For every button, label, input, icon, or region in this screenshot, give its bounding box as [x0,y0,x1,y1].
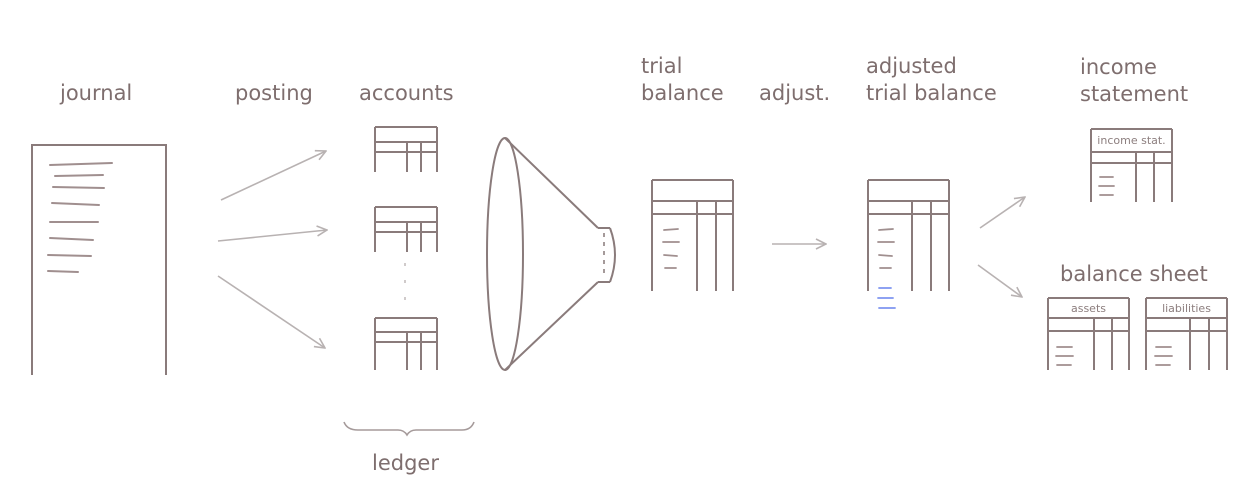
funnel-mouth [486,137,524,371]
adjust-label: adjust. [759,81,831,105]
posting-arrow-bottom [217,275,325,348]
assets-entries [1055,346,1074,366]
balance-sheet-label: balance sheet [1060,262,1208,286]
accounts-label: accounts [359,81,454,105]
account-table-3 [374,317,438,370]
adjusted-trial-balance-entries [877,228,895,269]
assets-table [1047,297,1130,370]
journal-page [31,144,167,375]
trial-balance-label-line1: trial [641,54,683,78]
income-statement-table [1090,128,1173,202]
income-statement-label-line2: statement [1080,82,1189,106]
adjusted-trial-balance-label-line1: adjusted [866,54,957,78]
arrow-to-balance-sheet [977,264,1022,297]
income-statement-entries [1098,176,1115,196]
journal-label: journal [60,81,133,105]
posting-arrow-middle [217,230,327,242]
account-table-1 [374,126,438,172]
posting-arrow-top [220,151,326,201]
assets-header: assets [1070,302,1106,315]
adjusted-trial-balance-table [867,179,950,291]
posting-arrows [217,151,327,348]
liabilities-table [1145,297,1228,370]
posting-label: posting [235,81,313,105]
account-table-2 [374,206,438,252]
trial-balance-entries [662,228,680,269]
ledger-brace [343,421,475,437]
funnel [486,137,616,371]
statement-arrows [977,197,1025,297]
journal-entry-lines [47,162,113,273]
liabilities-header: liabilities [1162,302,1211,315]
ledger-label: ledger [372,451,439,475]
arrow-to-income-statement [979,197,1025,229]
adjusted-trial-balance-label-line2: trial balance [866,81,997,105]
income-stat-header: income stat. [1097,134,1166,147]
income-statement-label-line1: income [1080,55,1157,79]
liabilities-entries [1154,346,1173,366]
trial-balance-label-line2: balance [641,81,724,105]
trial-balance-table [651,179,734,291]
adjustment-entries [877,287,896,309]
